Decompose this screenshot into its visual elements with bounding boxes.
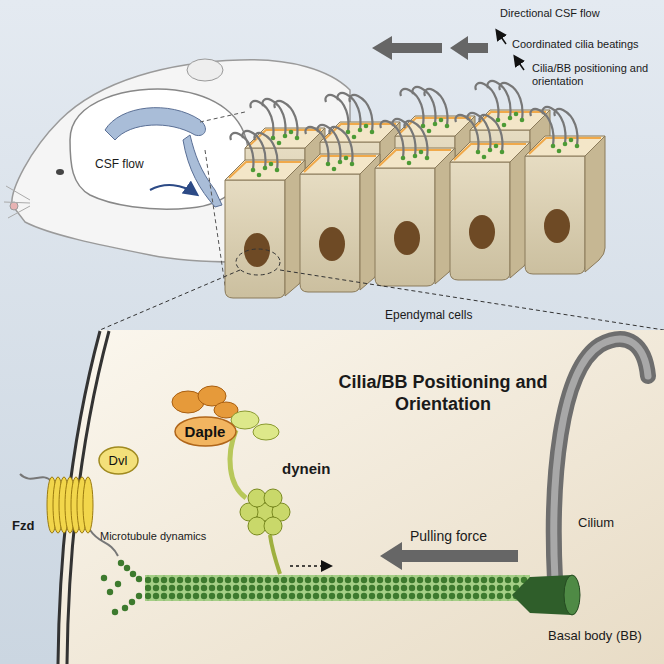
dynein-ring [264,489,282,507]
label: Coordinated cilia beatings [512,38,639,51]
receptor-helix [83,477,93,533]
small-arrow [497,31,506,44]
membrane [67,331,109,664]
motor-direction [290,565,330,567]
label: Cilium [578,515,614,531]
dynein-stalk [230,430,246,498]
dynein-tail [253,424,279,440]
label: dynein [282,460,330,478]
label: Directional CSF flow [500,7,600,20]
dynein-ring [264,517,282,535]
protein-node: Daple [174,416,237,447]
label: Basal body (BB) [548,628,642,644]
membrane [58,331,100,664]
mouse-eye [56,169,64,175]
inset-panel [58,330,664,664]
label: Pulling force [410,528,487,545]
ependymal-cell [225,131,305,298]
ventricle [183,135,222,207]
label: Fzd [12,518,34,534]
label: Cilia/BB Positioning and Orientation [338,372,548,415]
node-text: Dvl [98,453,139,468]
dynein-ring [248,517,266,535]
mouse-nose [10,202,18,210]
cilium [554,339,648,580]
dynein-stalk [270,535,280,574]
brain [70,89,248,209]
cilium [554,339,648,580]
mouse-ear [187,59,223,81]
dynein-ring [248,489,266,507]
flow-arrow [450,36,488,60]
label: Cilia/BB positioning and orientation [532,62,658,88]
label: CSF flow [95,157,144,171]
flow-arrow [150,185,196,194]
basal-body [564,575,580,615]
ependymal-cell [525,107,605,274]
flow-arrow [372,36,442,60]
pulling-arrow [380,542,518,570]
receptor-tail [20,474,52,482]
protein-node: Dvl [98,446,139,475]
node-ellipse [175,417,236,446]
microtubule [145,575,530,601]
whiskers [4,186,30,218]
basal-body [512,575,572,615]
ependymal-cell [300,125,380,292]
small-arrow [515,57,524,70]
zoom-line [100,270,664,330]
label: Microtubule dynamics [100,530,206,543]
zoom-ellipse [236,249,280,275]
ependymal-cell [450,113,530,280]
ependymal-cell [375,119,455,286]
node-ellipse [99,447,138,474]
dynein-tail [231,411,259,429]
node-text: Daple [174,423,237,440]
microtubule-fray [101,560,142,615]
label: Ependymal cells [385,308,472,322]
